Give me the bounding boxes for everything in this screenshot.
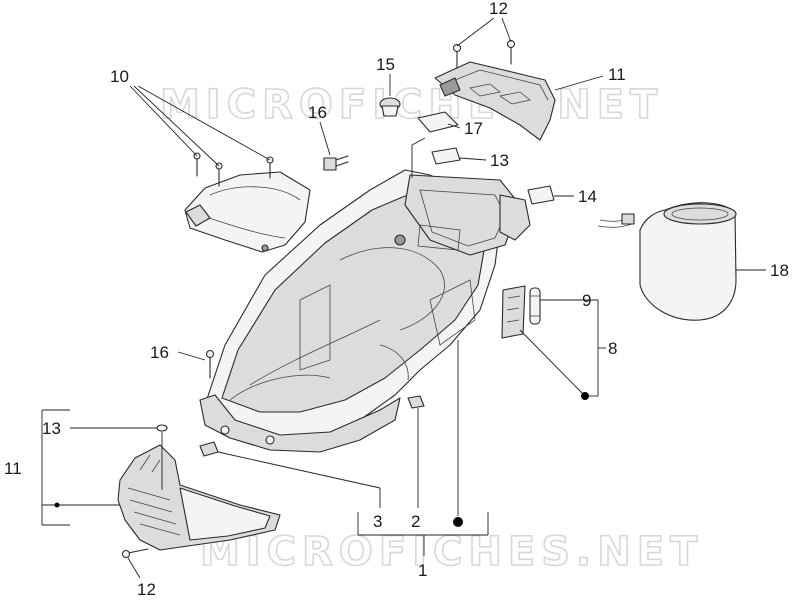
callout-8: 8 — [608, 339, 617, 358]
washer-13-left — [156, 424, 168, 432]
bolt-16-top — [323, 155, 349, 171]
bullet-dot-11 — [54, 502, 60, 508]
callout-12-bottom: 12 — [137, 580, 156, 599]
callout-17: 17 — [464, 119, 483, 138]
callout-14: 14 — [578, 187, 597, 206]
pad-14 — [527, 185, 555, 205]
callout-2: 2 — [411, 512, 420, 531]
front-grille-cover-11 — [117, 444, 281, 551]
leader-lines — [41, 17, 766, 579]
callout-11-top: 11 — [608, 65, 626, 84]
callout-16-top: 16 — [308, 103, 327, 122]
helmet-compartment — [199, 169, 531, 453]
fuse-9 — [529, 287, 541, 325]
callout-15: 15 — [376, 55, 395, 74]
callout-13-top: 13 — [490, 151, 509, 170]
screw-12-b — [506, 39, 516, 65]
watermark-bottom: MICROFICHES.NET — [200, 529, 703, 575]
storage-bag-18 — [597, 202, 737, 321]
screw-10-a — [193, 152, 201, 177]
nut-3 — [199, 441, 219, 457]
callout-18: 18 — [770, 261, 789, 280]
callout-16-left: 16 — [150, 343, 169, 362]
clip-2 — [407, 395, 425, 409]
callout-11-left: 11 — [4, 459, 22, 478]
screw-12-bottom — [121, 548, 149, 559]
plate-17 — [417, 111, 459, 133]
callout-13-left: 13 — [42, 419, 61, 438]
callout-12-top: 12 — [489, 0, 508, 18]
grommet-15 — [379, 97, 401, 117]
pad-13-top — [431, 147, 461, 165]
callout-10: 10 — [110, 67, 129, 86]
screw-12-a — [452, 43, 462, 69]
callout-3: 3 — [373, 512, 382, 531]
screw-16-left — [205, 349, 215, 379]
fuse-holder-8 — [501, 285, 526, 339]
rear-cover-top — [434, 61, 556, 141]
bullet-dot-8 — [581, 392, 589, 400]
callout-9: 9 — [582, 291, 591, 310]
watermark-top: MICROFICHES.NET — [160, 82, 663, 128]
storage-lid-10 — [184, 171, 311, 253]
bullet-dot-1 — [453, 517, 463, 527]
screw-10-c — [266, 156, 274, 179]
callout-1: 1 — [418, 561, 427, 580]
